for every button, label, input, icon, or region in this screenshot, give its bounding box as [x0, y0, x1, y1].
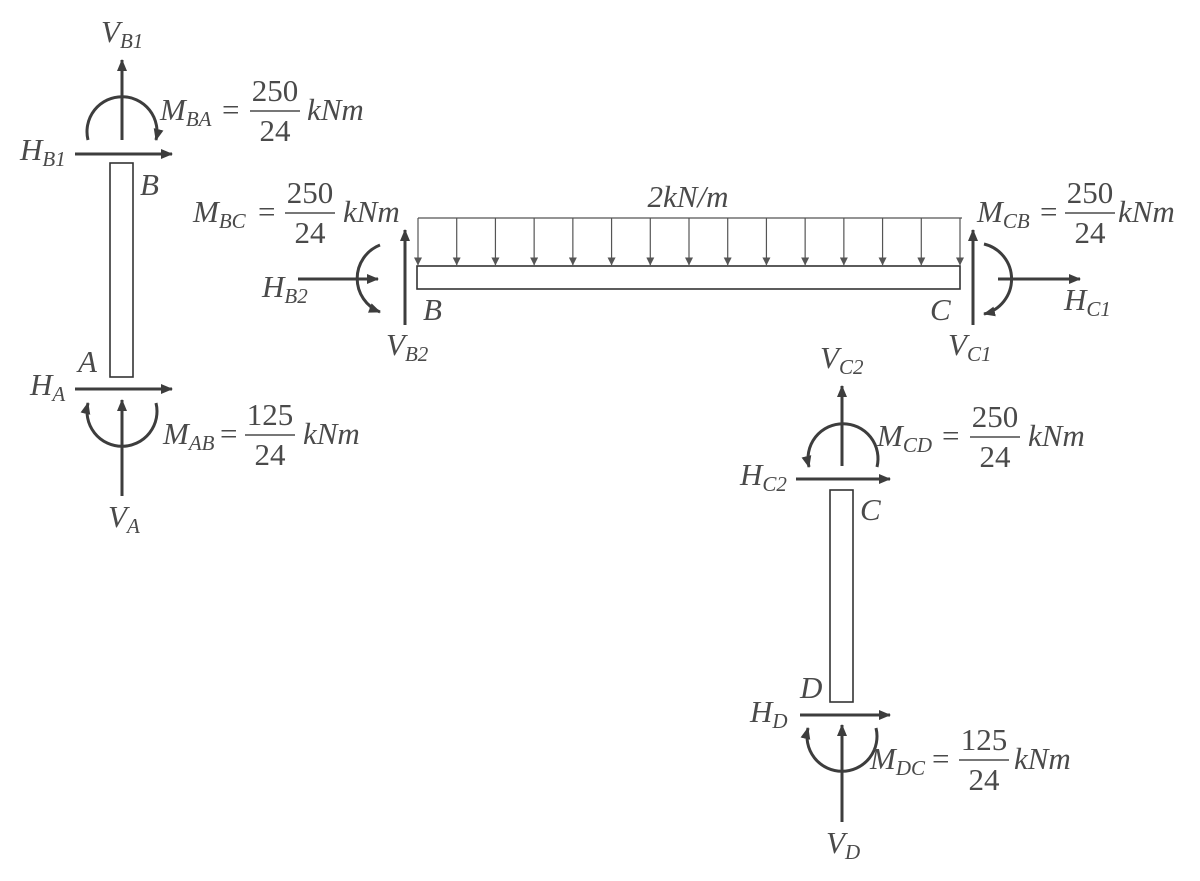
- svg-text:kNm: kNm: [1118, 194, 1175, 229]
- svg-text:250: 250: [1067, 175, 1114, 210]
- svg-text:MCB: MCB: [976, 194, 1030, 233]
- vb2-label: VB2: [386, 327, 429, 366]
- mdc-label: MDC = 125 24 kNm: [869, 722, 1071, 797]
- vc1-label: VC1: [948, 327, 991, 366]
- svg-text:24: 24: [1075, 215, 1107, 250]
- mbc-label: MBC = 250 24 kNm: [192, 175, 400, 250]
- svg-text:MDC: MDC: [869, 741, 926, 780]
- ha-label: HA: [29, 367, 65, 406]
- svg-text:=: =: [220, 416, 237, 451]
- joint-a-label: A: [76, 344, 98, 379]
- vc2-label: VC2: [820, 340, 864, 379]
- joint-b-label: B: [140, 167, 159, 202]
- member-cd-group: VC2 HC2 C MCD = 250 24 kNm D HD VD MDC =…: [739, 340, 1085, 864]
- svg-text:kNm: kNm: [307, 92, 364, 127]
- svg-text:125: 125: [247, 397, 294, 432]
- mcb-label: MCB = 250 24 kNm: [976, 175, 1175, 250]
- hd-label: HD: [749, 694, 788, 733]
- member-ab: [109, 162, 134, 378]
- svg-text:kNm: kNm: [343, 194, 400, 229]
- svg-text:250: 250: [252, 73, 299, 108]
- vb1-label: VB1: [101, 14, 143, 53]
- svg-text:24: 24: [969, 762, 1001, 797]
- joint-c1-label: C: [930, 292, 951, 327]
- svg-text:=: =: [942, 418, 959, 453]
- vd-label: VD: [826, 825, 860, 864]
- va-label: VA: [108, 499, 140, 538]
- svg-text:MBC: MBC: [192, 194, 247, 233]
- mcd-moment-arc: [801, 422, 880, 468]
- member-ab-group: VB1 HB1 B MBA = 250 24 kNm A HA VA MAB =…: [19, 14, 364, 538]
- svg-text:24: 24: [260, 113, 292, 148]
- svg-text:MAB: MAB: [162, 416, 215, 455]
- svg-text:=: =: [258, 194, 275, 229]
- svg-text:24: 24: [255, 437, 287, 472]
- hb2-label: HB2: [261, 269, 308, 308]
- svg-text:=: =: [1040, 194, 1057, 229]
- joint-c2-label: C: [860, 492, 881, 527]
- joint-b2-label: B: [423, 292, 442, 327]
- svg-text:250: 250: [287, 175, 334, 210]
- mab-label: MAB = 125 24 kNm: [162, 397, 360, 472]
- hc1-label: HC1: [1063, 282, 1111, 321]
- svg-text:MCD: MCD: [876, 418, 932, 457]
- svg-text:=: =: [222, 92, 239, 127]
- svg-text:250: 250: [972, 399, 1019, 434]
- svg-text:MBA: MBA: [159, 92, 212, 131]
- member-bc: [416, 265, 961, 290]
- hb1-label: HB1: [19, 132, 66, 171]
- mcd-label: MCD = 250 24 kNm: [876, 399, 1085, 474]
- joint-d-label: D: [799, 670, 822, 705]
- svg-text:kNm: kNm: [1028, 418, 1085, 453]
- distributed-load-arrows: [414, 218, 964, 266]
- svg-text:=: =: [932, 741, 949, 776]
- member-cd: [829, 489, 854, 703]
- svg-text:24: 24: [295, 215, 327, 250]
- svg-text:kNm: kNm: [1014, 741, 1071, 776]
- svg-text:125: 125: [961, 722, 1008, 757]
- mba-label: MBA = 250 24 kNm: [159, 73, 364, 148]
- hc2-label: HC2: [739, 457, 787, 496]
- svg-text:kNm: kNm: [303, 416, 360, 451]
- load-label: 2kN/m: [648, 179, 729, 214]
- svg-text:24: 24: [980, 439, 1012, 474]
- member-bc-group: 2kN/m MBC = 250 24 kNm HB2 B VB2 HC1 C V…: [192, 175, 1175, 366]
- mba-moment-arc: [85, 95, 164, 141]
